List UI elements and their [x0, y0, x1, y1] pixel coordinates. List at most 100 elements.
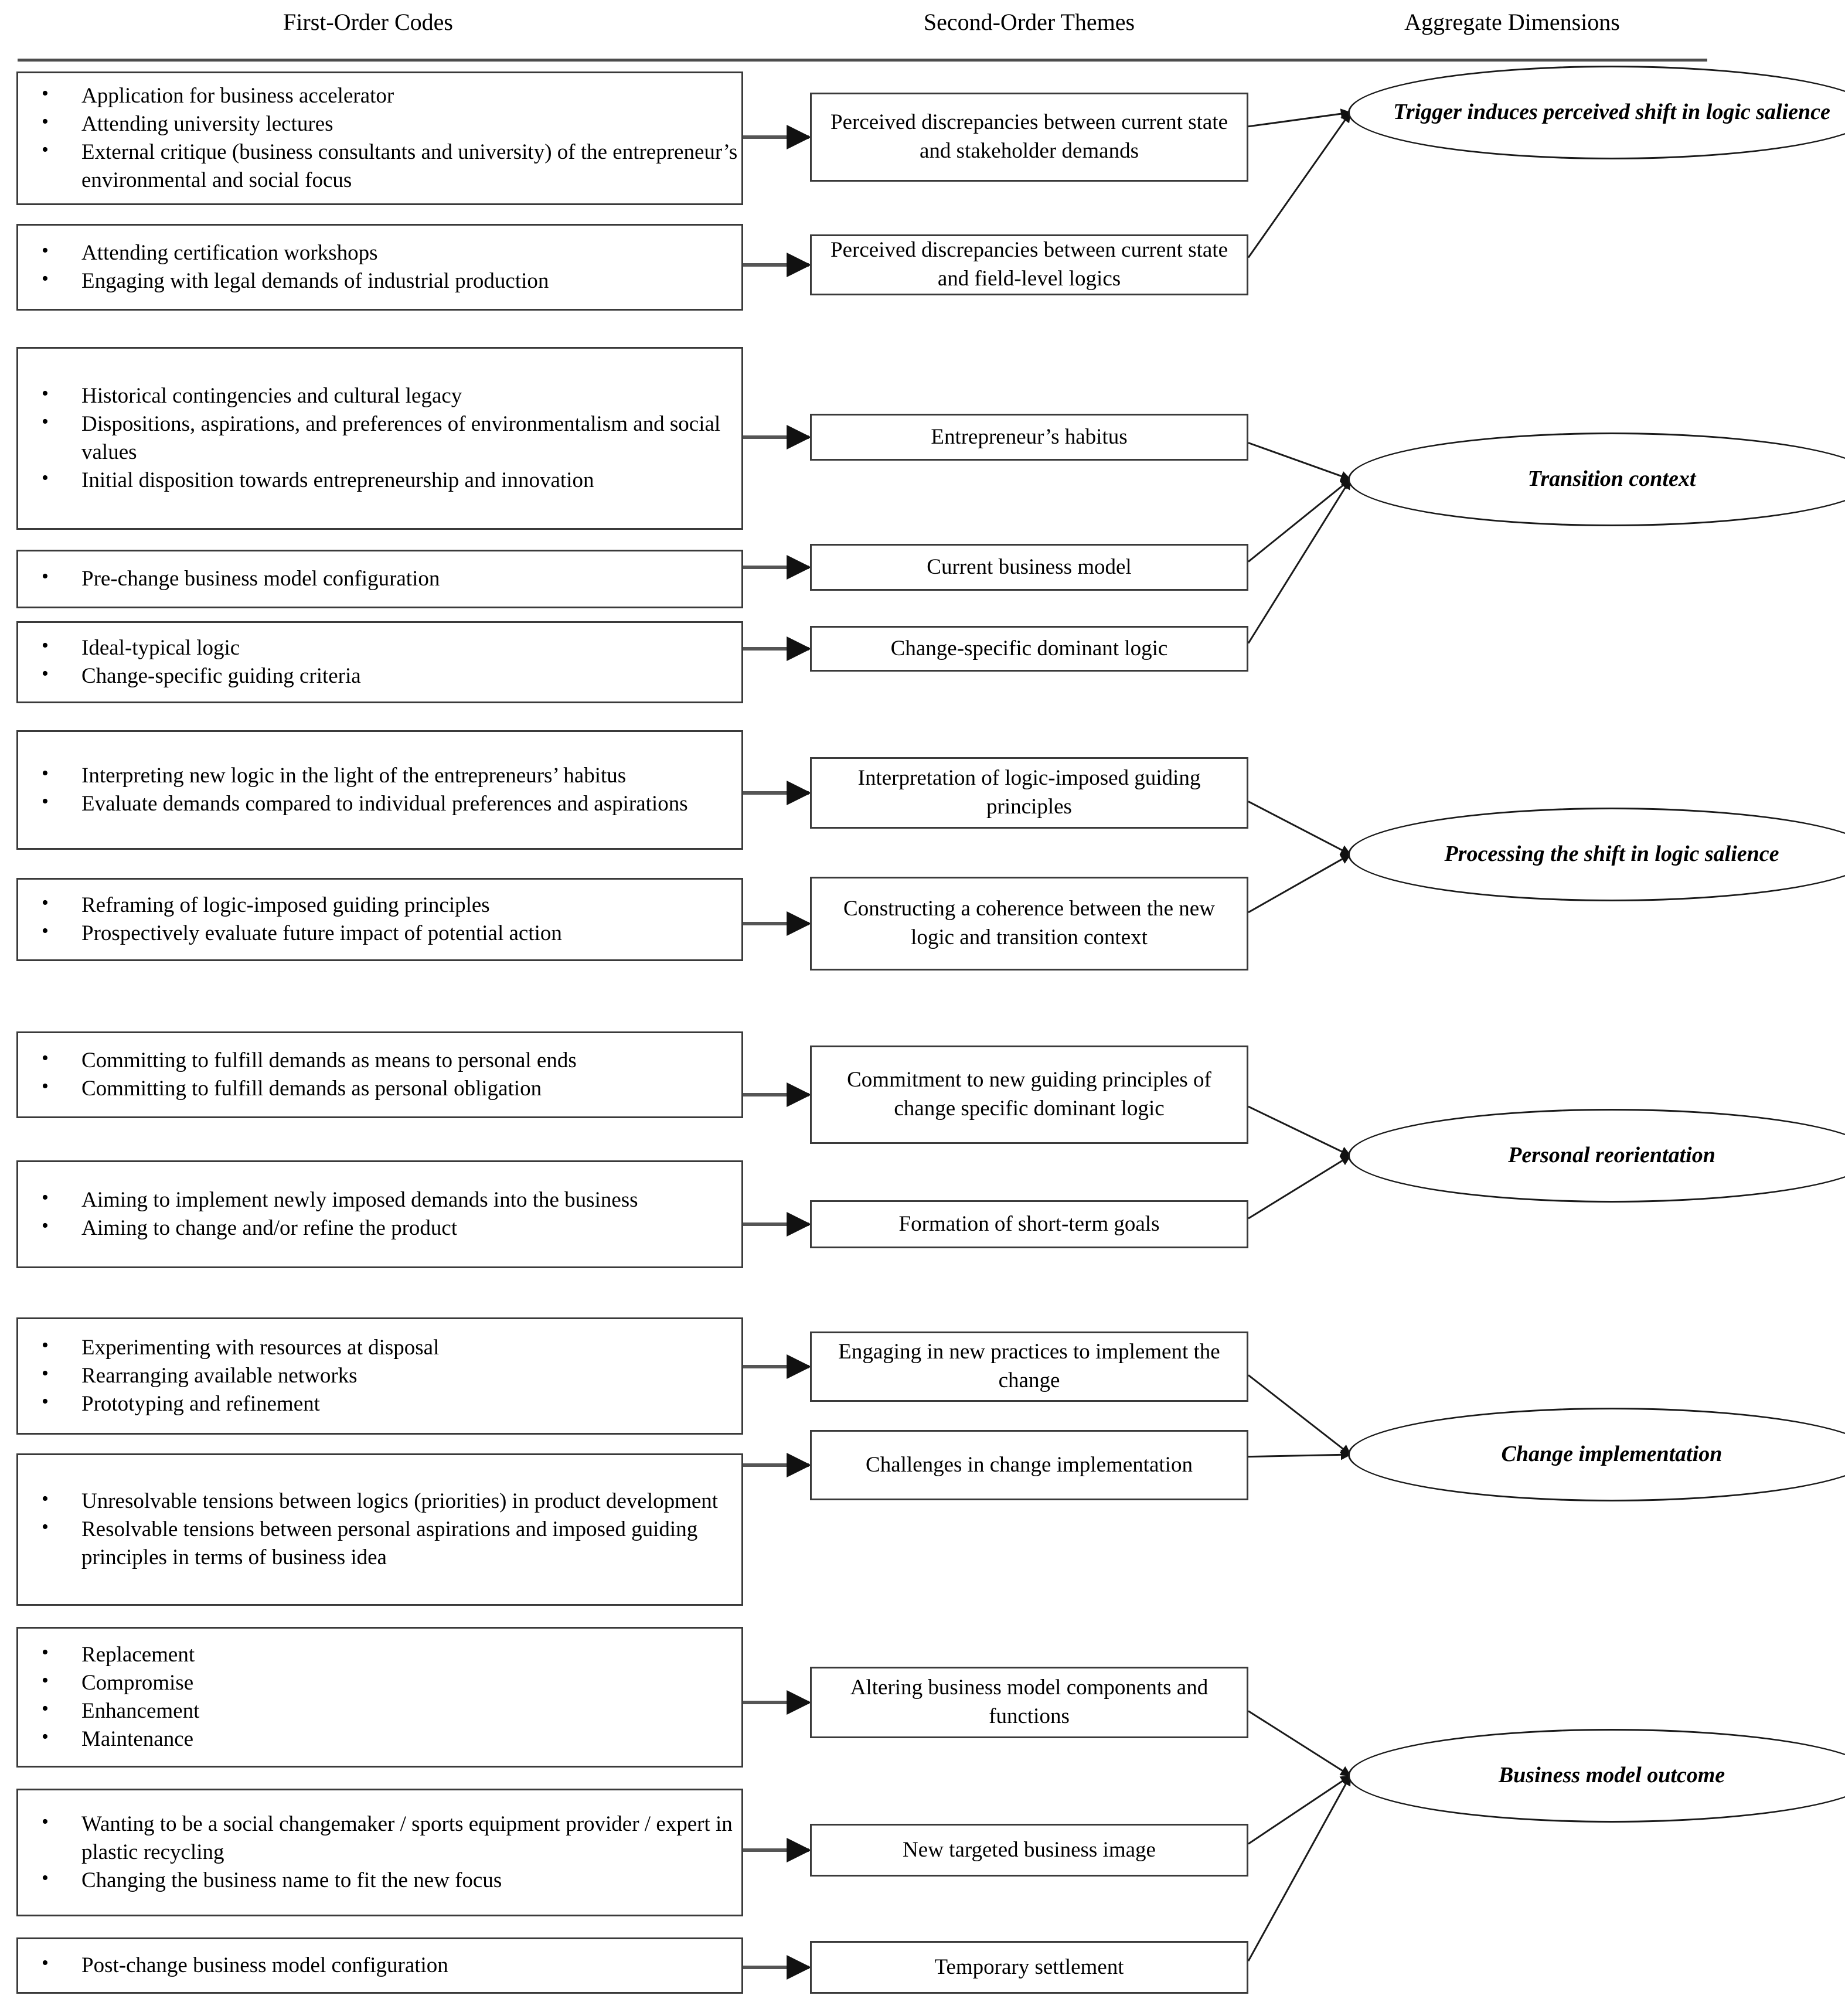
first-order-code-box: Wanting to be a social changemaker / spo…: [16, 1789, 743, 1916]
first-order-code-item: Maintenance: [18, 1724, 199, 1753]
column-header-first-order: First-Order Codes: [283, 9, 453, 35]
column-header-second-order: Second-Order Themes: [923, 9, 1135, 35]
first-order-code-list: Attending certification workshopsEngagin…: [18, 238, 549, 295]
first-order-code-item: Changing the business name to fit the ne…: [18, 1865, 741, 1895]
second-order-theme-label: Commitment to new guiding principles of …: [847, 1068, 1211, 1121]
first-order-code-box: Interpreting new logic in the light of t…: [16, 730, 743, 850]
second-order-theme-label: New targeted business image: [903, 1837, 1156, 1862]
second-order-theme-box: Perceived discrepancies between current …: [810, 234, 1248, 295]
first-order-code-list: Pre-change business model configuration: [18, 564, 440, 593]
first-order-code-item: Reframing of logic-imposed guiding princ…: [18, 890, 562, 920]
first-order-code-box: Post-change business model configuration: [16, 1937, 743, 1994]
second-order-theme-label: Engaging in new practices to implement t…: [838, 1340, 1220, 1392]
first-order-code-item: Resolvable tensions between personal asp…: [18, 1514, 741, 1572]
aggregate-dimension-ellipse: Transition context: [1348, 433, 1845, 526]
first-order-code-box: Ideal-typical logicChange-specific guidi…: [16, 621, 743, 703]
first-order-code-item: Compromise: [18, 1668, 199, 1697]
second-order-theme-box: Altering business model components and f…: [810, 1667, 1248, 1738]
first-order-code-item: Change-specific guiding criteria: [18, 661, 361, 690]
second-order-theme-box: Entrepreneur’s habitus: [810, 414, 1248, 461]
first-order-code-item: Replacement: [18, 1640, 199, 1669]
second-order-theme-box: New targeted business image: [810, 1824, 1248, 1877]
first-order-code-item: Application for business accelerator: [18, 81, 741, 110]
first-order-code-list: Historical contingencies and cultural le…: [18, 381, 741, 495]
first-order-code-item: Attending university lectures: [18, 109, 741, 138]
second-order-theme-box: Commitment to new guiding principles of …: [810, 1046, 1248, 1144]
first-order-code-box: Unresolvable tensions between logics (pr…: [16, 1453, 743, 1606]
second-order-theme-label: Change-specific dominant logic: [890, 636, 1168, 660]
first-order-code-item: Enhancement: [18, 1696, 199, 1725]
column-header-aggregate: Aggregate Dimensions: [1404, 9, 1620, 35]
first-order-code-item: Prospectively evaluate future impact of …: [18, 918, 562, 948]
first-order-code-box: Application for business acceleratorAtte…: [16, 71, 743, 205]
second-order-theme-label: Perceived discrepancies between current …: [830, 238, 1228, 291]
first-order-code-item: Dispositions, aspirations, and preferenc…: [18, 409, 741, 466]
second-order-theme-label: Constructing a coherence between the new…: [843, 897, 1215, 949]
aggregate-dimension-ellipse: Trigger induces perceived shift in logic…: [1348, 66, 1845, 159]
second-order-theme-box: Constructing a coherence between the new…: [810, 877, 1248, 970]
first-order-code-item: Wanting to be a social changemaker / spo…: [18, 1809, 741, 1867]
aggregate-dimension-ellipse: Processing the shift in logic salience: [1348, 808, 1845, 901]
first-order-code-list: Application for business acceleratorAtte…: [18, 81, 741, 195]
first-order-code-box: Committing to fulfill demands as means t…: [16, 1031, 743, 1118]
second-order-theme-box: Perceived discrepancies between current …: [810, 93, 1248, 182]
second-order-theme-label: Challenges in change implementation: [866, 1452, 1193, 1477]
first-order-code-item: Committing to fulfill demands as persona…: [18, 1074, 577, 1103]
second-order-theme-label: Formation of short-term goals: [898, 1211, 1160, 1236]
second-order-theme-box: Formation of short-term goals: [810, 1200, 1248, 1248]
second-order-theme-box: Change-specific dominant logic: [810, 626, 1248, 672]
second-order-theme-label: Altering business model components and f…: [850, 1676, 1209, 1728]
first-order-code-item: Evaluate demands compared to individual …: [18, 789, 688, 818]
second-order-theme-box: Current business model: [810, 544, 1248, 591]
first-order-code-item: Ideal-typical logic: [18, 633, 361, 662]
aggregate-dimension-label: Transition context: [1527, 466, 1696, 492]
first-order-code-box: ReplacementCompromiseEnhancementMaintena…: [16, 1627, 743, 1768]
first-order-code-box: Historical contingencies and cultural le…: [16, 347, 743, 530]
second-order-theme-label: Interpretation of logic-imposed guiding …: [857, 766, 1201, 819]
second-order-theme-box: Interpretation of logic-imposed guiding …: [810, 757, 1248, 829]
second-order-theme-box: Temporary settlement: [810, 1941, 1248, 1994]
first-order-code-list: Committing to fulfill demands as means t…: [18, 1046, 577, 1103]
second-order-theme-label: Perceived discrepancies between current …: [830, 110, 1228, 163]
first-order-code-box: Experimenting with resources at disposal…: [16, 1317, 743, 1435]
first-order-code-item: Historical contingencies and cultural le…: [18, 381, 741, 410]
first-order-code-item: Rearranging available networks: [18, 1361, 439, 1390]
first-order-code-item: Initial disposition towards entrepreneur…: [18, 465, 741, 495]
first-order-code-list: ReplacementCompromiseEnhancementMaintena…: [18, 1640, 199, 1753]
first-order-code-box: Attending certification workshopsEngagin…: [16, 224, 743, 311]
aggregate-dimension-label: Trigger induces perceived shift in logic…: [1393, 100, 1830, 125]
first-order-code-item: Aiming to implement newly imposed demand…: [18, 1185, 638, 1214]
first-order-code-item: Attending certification workshops: [18, 238, 549, 267]
first-order-code-item: Unresolvable tensions between logics (pr…: [18, 1486, 741, 1516]
first-order-code-list: Aiming to implement newly imposed demand…: [18, 1185, 638, 1242]
second-order-theme-label: Current business model: [927, 554, 1132, 579]
first-order-code-box: Pre-change business model configuration: [16, 550, 743, 608]
first-order-code-list: Interpreting new logic in the light of t…: [18, 761, 688, 818]
header-divider-rule: [18, 59, 1707, 62]
aggregate-dimension-ellipse: Personal reorientation: [1348, 1109, 1845, 1203]
aggregate-dimension-ellipse: Change implementation: [1348, 1408, 1845, 1501]
aggregate-dimension-label: Processing the shift in logic salience: [1444, 842, 1779, 867]
first-order-code-list: Unresolvable tensions between logics (pr…: [18, 1486, 741, 1572]
aggregate-dimension-ellipse: Business model outcome: [1348, 1729, 1845, 1823]
first-order-code-list: Ideal-typical logicChange-specific guidi…: [18, 633, 361, 690]
first-order-code-list: Wanting to be a social changemaker / spo…: [18, 1809, 741, 1895]
second-order-theme-label: Temporary settlement: [934, 1954, 1124, 1979]
second-order-theme-label: Entrepreneur’s habitus: [931, 424, 1128, 449]
first-order-code-item: Experimenting with resources at disposal: [18, 1333, 439, 1362]
first-order-code-item: Aiming to change and/or refine the produ…: [18, 1213, 638, 1242]
second-order-theme-box: Engaging in new practices to implement t…: [810, 1331, 1248, 1402]
first-order-code-box: Aiming to implement newly imposed demand…: [16, 1160, 743, 1268]
first-order-code-list: Reframing of logic-imposed guiding princ…: [18, 890, 562, 948]
first-order-code-item: External critique (business consultants …: [18, 137, 741, 195]
first-order-code-box: Reframing of logic-imposed guiding princ…: [16, 878, 743, 961]
first-order-code-list: Post-change business model configuration: [18, 1950, 448, 1980]
aggregate-dimension-label: Business model outcome: [1498, 1763, 1725, 1788]
first-order-code-item: Engaging with legal demands of industria…: [18, 266, 549, 295]
first-order-code-item: Interpreting new logic in the light of t…: [18, 761, 688, 790]
first-order-code-item: Prototyping and refinement: [18, 1389, 439, 1418]
aggregate-dimension-label: Change implementation: [1501, 1442, 1723, 1467]
first-order-code-item: Pre-change business model configuration: [18, 564, 440, 593]
aggregate-dimension-label: Personal reorientation: [1508, 1143, 1715, 1168]
